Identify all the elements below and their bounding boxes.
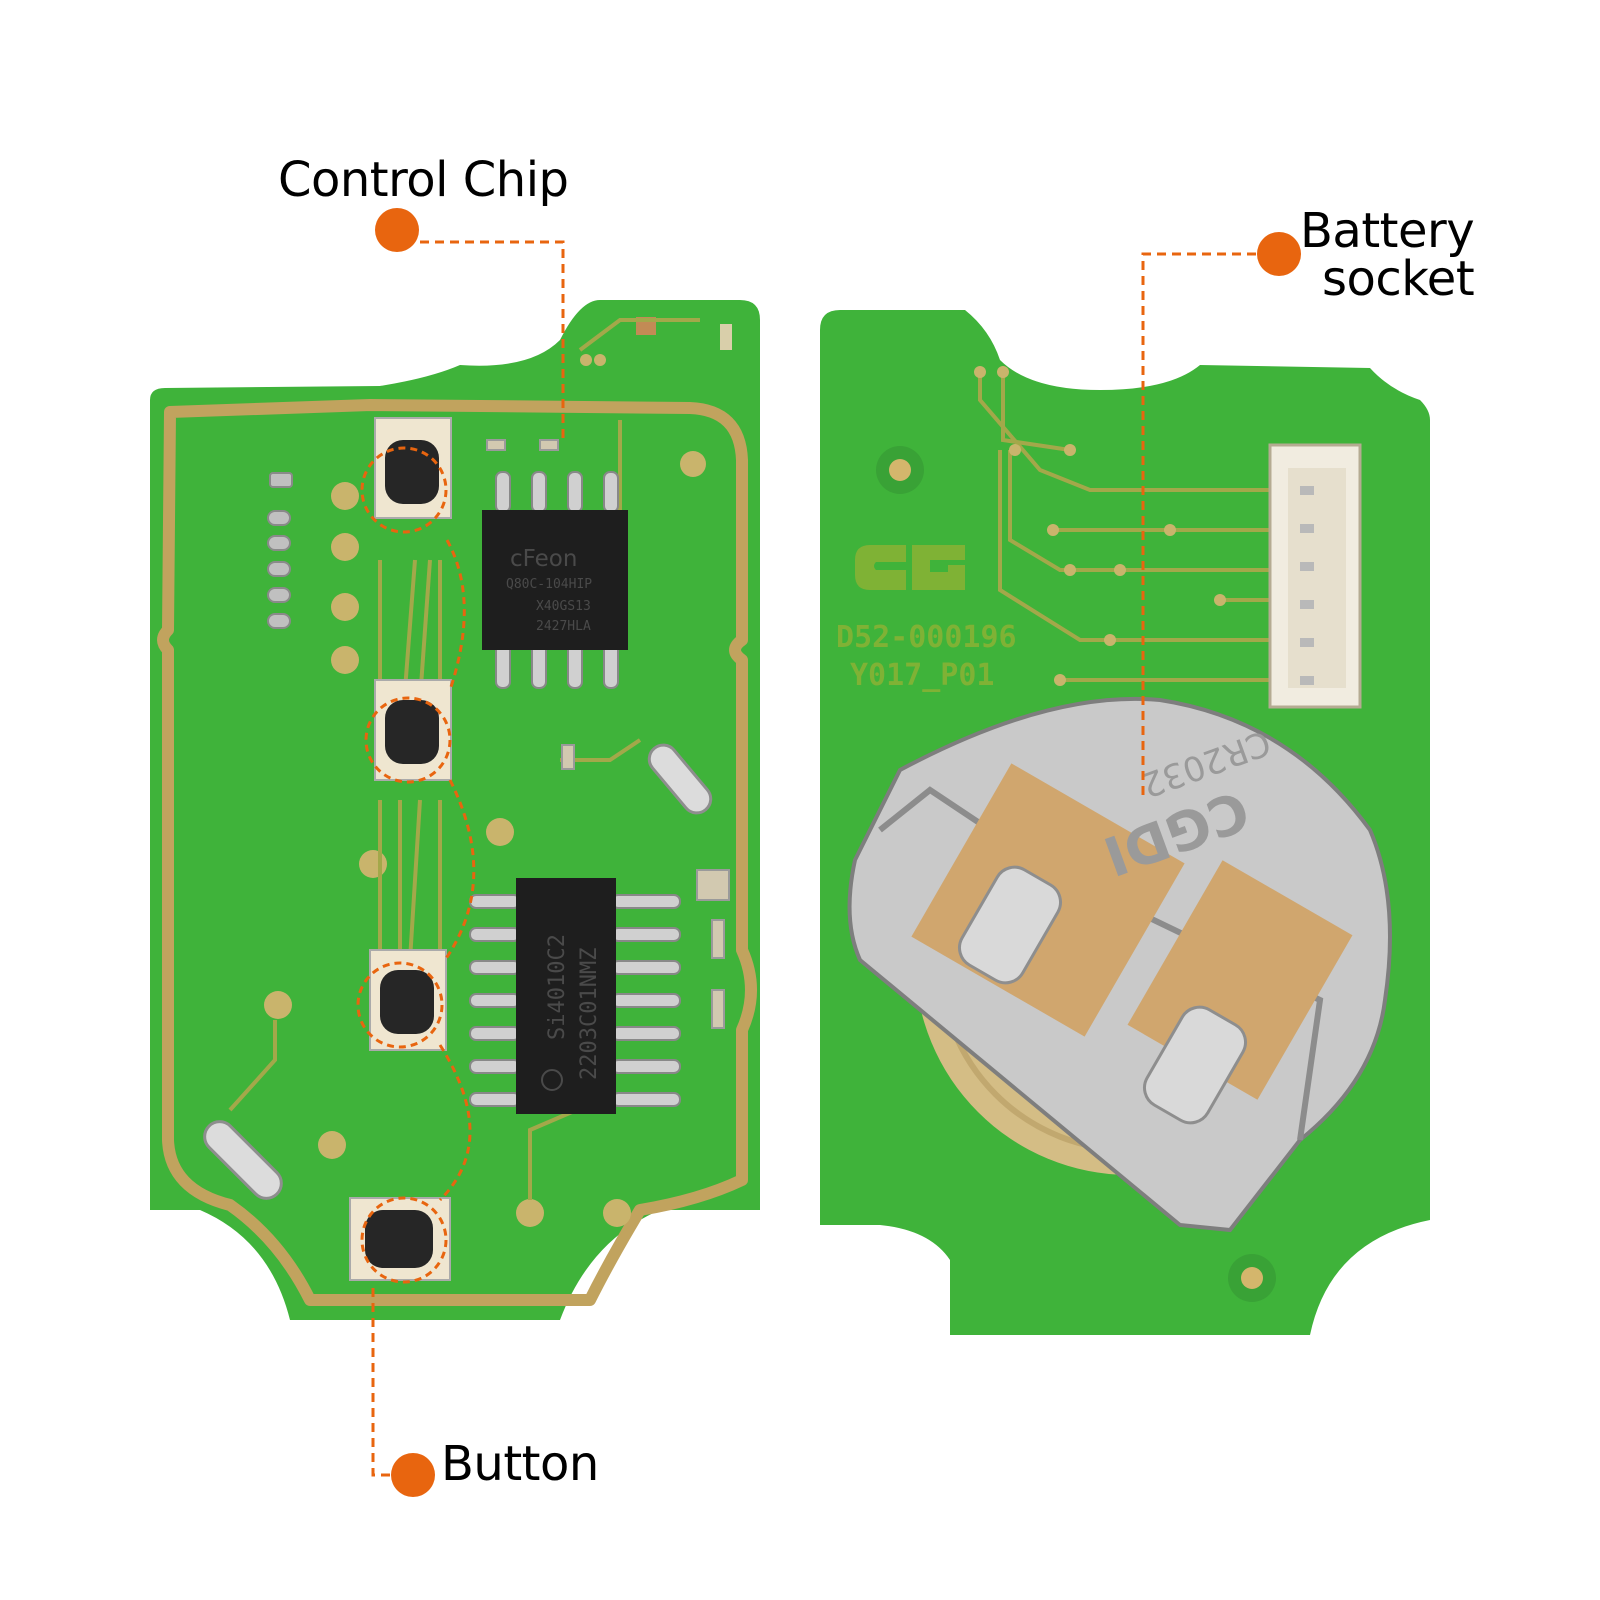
cg-logo	[855, 545, 965, 590]
back-pcb-board: D52-000196 Y017_P01 CGDI CR2032	[820, 310, 1430, 1335]
chip2-line1: Si4010C2	[545, 934, 570, 1040]
front-pcb-board: cFeon Q80C-104HIP X40GS13 2427HLA Si4010…	[150, 300, 760, 1320]
callout-line	[420, 240, 565, 440]
button-label: Button	[441, 1436, 599, 1492]
battery-socket: CGDI CR2032	[847, 696, 1392, 1233]
callout-dot	[391, 1453, 435, 1497]
callout-button	[356, 446, 476, 1497]
battery-label-line2: socket	[1321, 251, 1475, 307]
battery-label-line1: Battery	[1300, 203, 1475, 259]
rf-chip: Si4010C2 2203C01NMZ	[469, 878, 681, 1114]
chip1-line1: cFeon	[510, 546, 577, 572]
control-chip: cFeon Q80C-104HIP X40GS13 2427HLA	[482, 471, 628, 689]
battery-socket-label: Battery socket	[1300, 203, 1475, 307]
chip1-line2: Q80C-104HIP	[506, 577, 592, 592]
control-chip-label: Control Chip	[278, 152, 569, 208]
callout-dot	[375, 208, 419, 252]
callout-control-chip	[375, 208, 565, 440]
tactile-button	[349, 417, 452, 1281]
chip1-line4: 2427HLA	[536, 619, 591, 634]
part-number: D52-000196	[836, 620, 1017, 655]
callout-line	[371, 1282, 390, 1477]
callout-line	[1141, 252, 1256, 800]
revision: Y017_P01	[850, 658, 995, 693]
chip2-line2: 2203C01NMZ	[577, 948, 602, 1080]
connector	[1268, 443, 1362, 709]
callout-battery-socket	[1141, 232, 1301, 800]
chip1-line3: X40GS13	[536, 599, 591, 614]
callout-dot	[1257, 232, 1301, 276]
